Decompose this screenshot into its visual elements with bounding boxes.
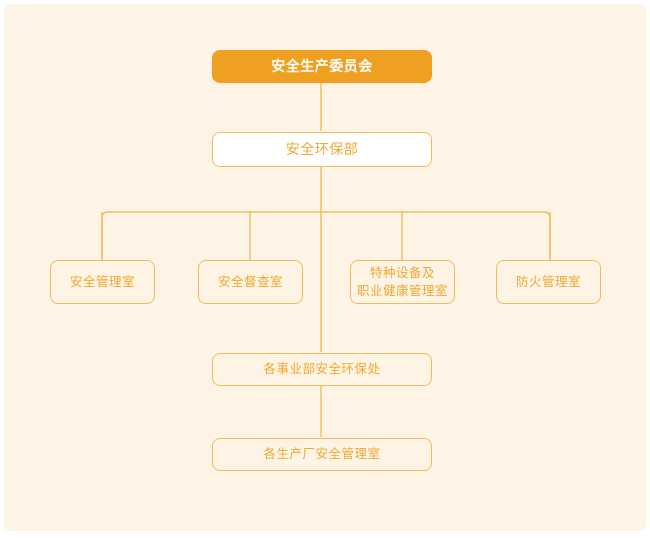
node-safety-environment-dept[interactable]: 安全环保部 <box>212 132 432 167</box>
node-department-3-label-line1: 特种设备及 <box>369 265 435 280</box>
connector-bus <box>101 211 551 260</box>
node-department-1[interactable]: 安全管理室 <box>50 260 155 304</box>
org-chart-canvas: 安全生产委员会 安全环保部 安全管理室 安全督查室 特种设备及 职业健康管理室 … <box>4 4 646 531</box>
node-level5-label: 各生产厂安全管理室 <box>263 447 381 462</box>
node-department-4-label: 防火管理室 <box>515 274 581 289</box>
node-root-label: 安全生产委员会 <box>271 58 373 75</box>
node-level4-label: 各事业部安全环保处 <box>263 362 381 377</box>
node-business-unit-safety-office[interactable]: 各事业部安全环保处 <box>212 353 432 386</box>
node-department-3[interactable]: 特种设备及 职业健康管理室 <box>350 260 455 304</box>
node-department-1-label: 安全管理室 <box>69 274 135 289</box>
node-department-3-label-line2: 职业健康管理室 <box>356 284 448 298</box>
node-department-2[interactable]: 安全督查室 <box>198 260 303 304</box>
node-root-committee[interactable]: 安全生产委员会 <box>212 50 432 83</box>
node-department-4[interactable]: 防火管理室 <box>496 260 601 304</box>
node-department-2-label: 安全督查室 <box>217 274 283 289</box>
node-level2-label: 安全环保部 <box>285 141 359 158</box>
node-plant-safety-office[interactable]: 各生产厂安全管理室 <box>212 438 432 471</box>
